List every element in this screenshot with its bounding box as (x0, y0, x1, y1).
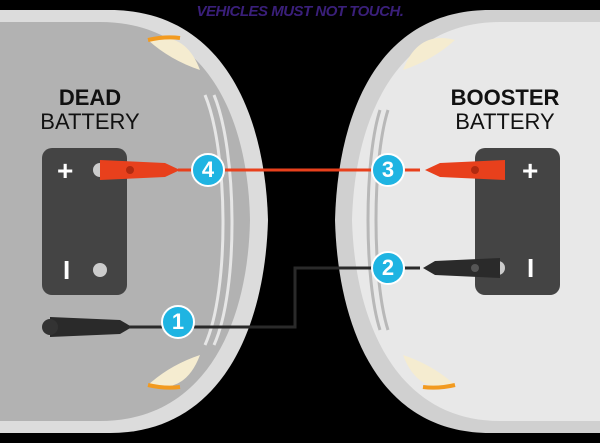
booster-label-line1: BOOSTER (450, 85, 560, 110)
booster-minus-terminal: I (527, 253, 535, 283)
headlight-icon (147, 35, 200, 70)
booster-label-line2: BATTERY (455, 109, 555, 134)
booster-battery-label: BOOSTER BATTERY (435, 86, 575, 134)
dead-minus-terminal: I (63, 255, 71, 285)
dead-plus-terminal: + (57, 155, 74, 186)
step-1-badge: 1 (161, 305, 195, 339)
dead-battery-label: DEAD BATTERY (20, 86, 160, 134)
step-4-badge: 4 (191, 153, 225, 187)
booster-plus-terminal: + (522, 155, 539, 186)
negative-cable (128, 266, 420, 329)
headlight-icon (403, 38, 455, 70)
black-clamp-dead (42, 317, 132, 337)
dead-label-line1: DEAD (58, 85, 122, 110)
red-clamp-booster (425, 160, 505, 180)
step-2-badge: 2 (371, 251, 405, 285)
red-clamp-dead (100, 160, 180, 180)
dead-label-line2: BATTERY (40, 109, 140, 134)
headlight-icon (147, 355, 200, 390)
black-clamp-booster (423, 258, 500, 278)
warning-text: Vehicles must not touch. (196, 3, 404, 20)
headlight-icon (403, 355, 456, 390)
dead-battery (42, 148, 127, 295)
step-3-badge: 3 (371, 153, 405, 187)
